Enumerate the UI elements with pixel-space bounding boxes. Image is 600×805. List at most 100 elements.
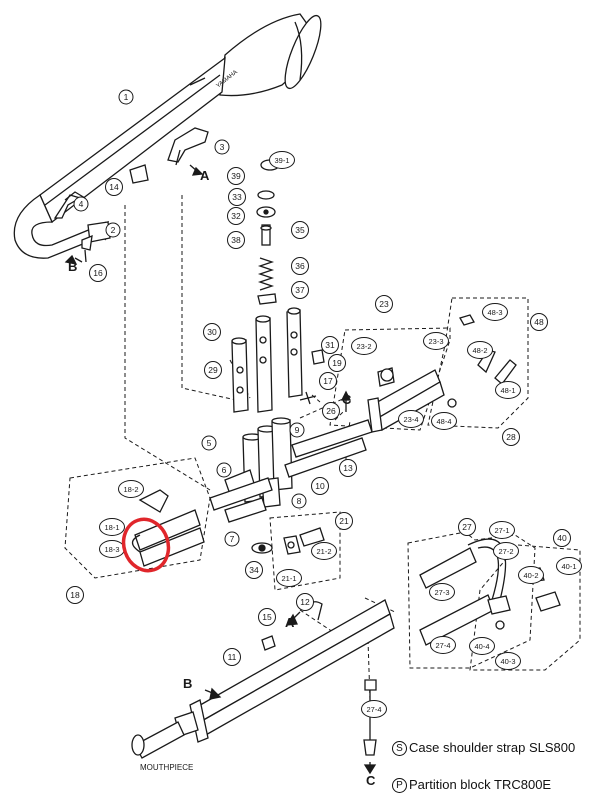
part-callout-32: 32: [227, 207, 245, 225]
part-callout-48-3: 48-3: [482, 303, 508, 321]
callout-circle: [398, 410, 424, 428]
callout-number: 2: [111, 225, 116, 235]
bell-section: [13, 13, 322, 263]
part-callout-18-3: 18-3: [99, 540, 125, 558]
callout-circle: [118, 89, 134, 105]
part-callout-9: 9: [289, 422, 305, 438]
part-callout-23-2: 23-2: [351, 337, 377, 355]
part-callout-38: 38: [227, 231, 245, 249]
callout-circle: [556, 557, 582, 575]
callout-circle: [73, 196, 89, 212]
callout-circle: [214, 139, 230, 155]
callout-number: 36: [295, 261, 305, 271]
callout-circle: [223, 648, 241, 666]
callout-number: 17: [323, 376, 333, 386]
callout-number: 37: [295, 285, 305, 295]
part-callout-48-4: 48-4: [431, 412, 457, 430]
callout-circle: [228, 188, 246, 206]
callout-circle: [518, 566, 544, 584]
part-callout-6: 6: [216, 462, 232, 478]
callout-circle: [351, 337, 377, 355]
connector-label: C: [342, 392, 352, 407]
callout-number: 29: [208, 365, 218, 375]
part-callout-30: 30: [203, 323, 221, 341]
leadpipe-section: [131, 599, 395, 759]
callout-circle: [204, 361, 222, 379]
callout-circle: [502, 428, 520, 446]
callout-number: 27: [462, 522, 472, 532]
callout-number: 23: [379, 299, 389, 309]
callout-circle: [423, 332, 449, 350]
part-callout-37: 37: [291, 281, 309, 299]
callout-number: 27-1: [494, 526, 509, 535]
part-callout-10: 10: [311, 477, 329, 495]
part-callout-18-2: 18-2: [118, 480, 144, 498]
callout-number: 14: [109, 182, 119, 192]
part-callout-19: 19: [328, 354, 346, 372]
callout-circle: [467, 341, 493, 359]
callout-circle: [429, 583, 455, 601]
part-callout-40-1: 40-1: [556, 557, 582, 575]
part-callout-21-2: 21-2: [311, 542, 337, 560]
callout-number: 28: [506, 432, 516, 442]
callout-circle: [227, 231, 245, 249]
callout-circle: [224, 531, 240, 547]
legend-symbol: P: [392, 778, 407, 793]
legend-text: Case shoulder strap SLS800: [409, 740, 576, 755]
part-callout-11: 11: [223, 648, 241, 666]
callout-number: 18: [70, 590, 80, 600]
callout-circle: [291, 257, 309, 275]
callout-number: 8: [297, 496, 302, 506]
callout-circle: [66, 586, 84, 604]
part-callout-27-1: 27-1: [489, 521, 515, 539]
callout-circle: [276, 569, 302, 587]
callout-circle: [339, 459, 357, 477]
mouthpiece-label: MOUTHPIECE: [140, 763, 193, 772]
part-callout-34: 34: [245, 561, 263, 579]
callout-circle: [201, 435, 217, 451]
callout-number: 40-3: [500, 657, 515, 666]
callout-number: 48-4: [436, 417, 451, 426]
callout-circle: [269, 151, 295, 169]
part-callout-23-3: 23-3: [423, 332, 449, 350]
callout-number: 27-3: [434, 588, 449, 597]
part-callout-27-4: 27-4: [361, 700, 387, 718]
callout-circle: [319, 372, 337, 390]
callout-number: 40-1: [561, 562, 576, 571]
callout-number: 10: [315, 481, 325, 491]
part-callout-35: 35: [291, 221, 309, 239]
part-callout-26: 26: [322, 402, 340, 420]
callout-number: 40-4: [474, 642, 489, 651]
callout-number: 5: [207, 438, 212, 448]
valve-section: [209, 159, 373, 555]
part-callout-27-3: 27-3: [429, 583, 455, 601]
callout-circle: [375, 295, 393, 313]
callout-number: 35: [295, 225, 305, 235]
part-callout-39-1: 39-1: [269, 151, 295, 169]
callout-circle: [322, 402, 340, 420]
legend-text: Partition block TRC800E: [409, 777, 552, 792]
callout-number: 1: [124, 92, 129, 102]
callout-circle: [458, 518, 476, 536]
callout-circle: [258, 608, 276, 626]
part-callout-33: 33: [228, 188, 246, 206]
callout-number: 23-4: [403, 415, 418, 424]
callout-number: 6: [222, 465, 227, 475]
part-callout-23-4: 23-4: [398, 410, 424, 428]
callout-number: 48-3: [487, 308, 502, 317]
callout-number: 18-3: [104, 545, 119, 554]
part-callout-27-4: 27-4: [430, 636, 456, 654]
part-callout-8: 8: [291, 493, 307, 509]
part-callout-14: 14: [105, 178, 123, 196]
callout-number: 16: [93, 268, 103, 278]
callout-circle: [203, 323, 221, 341]
callout-number: 27-2: [498, 547, 513, 556]
callout-number: 39-1: [274, 156, 289, 165]
callout-circle: [245, 561, 263, 579]
part-callouts: 12345678910111213141516171818-118-218-31…: [66, 89, 582, 718]
callout-number: 48-2: [472, 346, 487, 355]
callout-number: 18-1: [104, 523, 119, 532]
part-callout-48: 48: [530, 313, 548, 331]
